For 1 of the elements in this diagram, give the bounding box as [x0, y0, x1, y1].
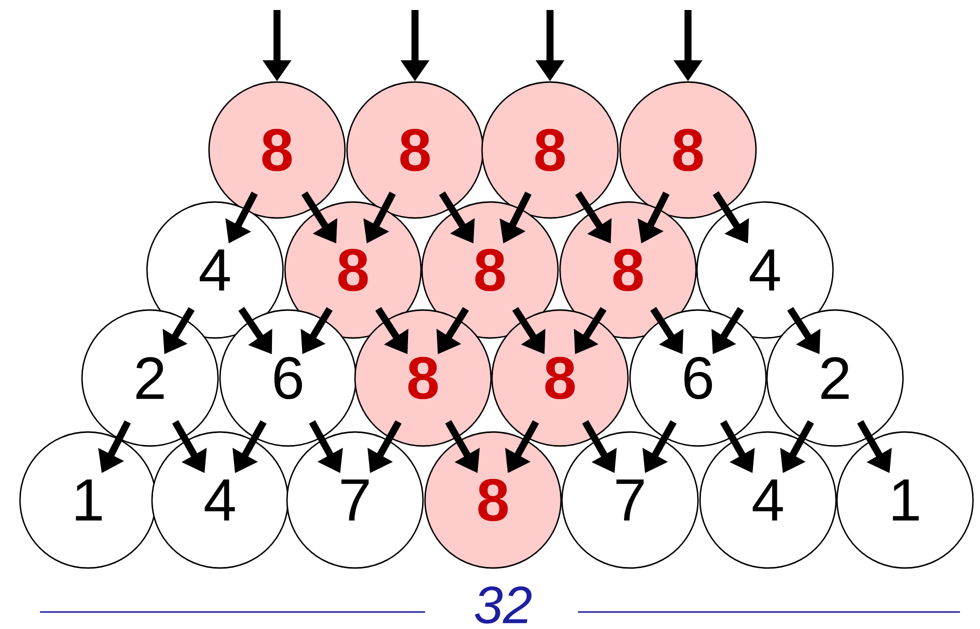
total-label: 32	[474, 586, 532, 624]
